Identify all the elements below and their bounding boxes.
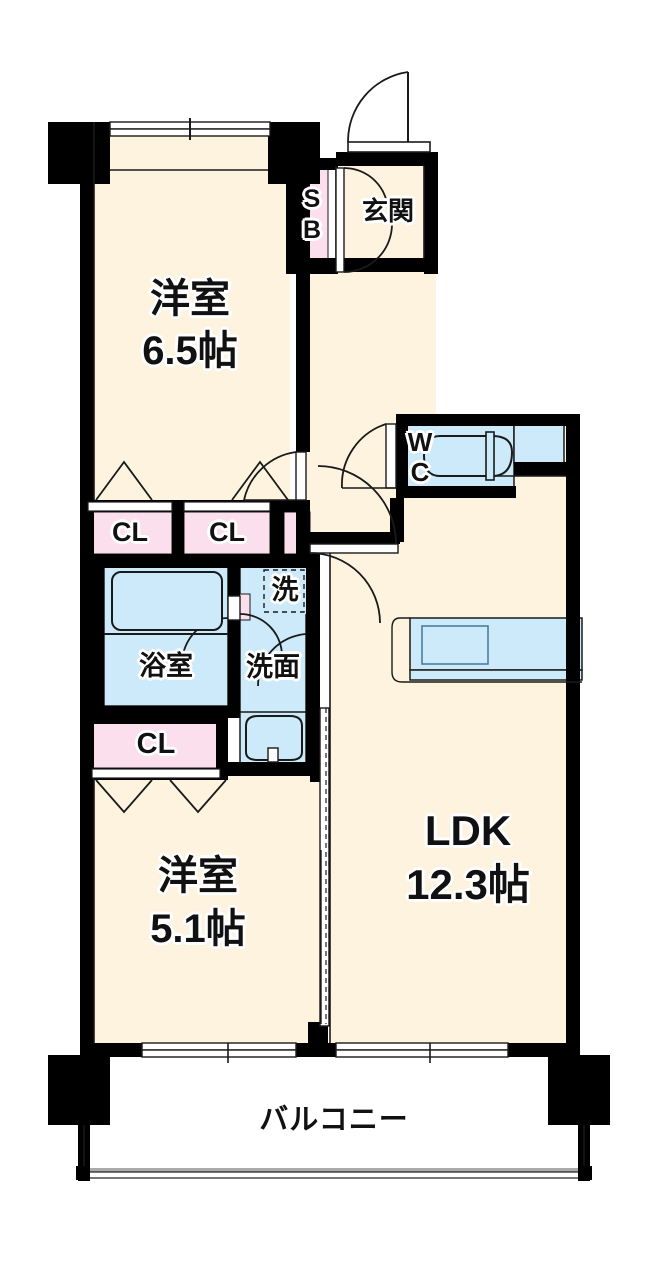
washing-machine-slot-icon (263, 569, 305, 613)
toilet-icon (422, 431, 514, 481)
wall-south-left (80, 1043, 142, 1057)
wall-sb-left (286, 158, 298, 274)
wall-east-mid (566, 420, 580, 1056)
wall-hall-left-2 (296, 286, 310, 452)
wall-cl3-left (80, 712, 92, 776)
wall-cl3-top (80, 712, 228, 724)
fold-mark-cl3-left (95, 779, 153, 814)
wall-sb-bottom (286, 262, 338, 274)
wall-south-mid (296, 1043, 336, 1057)
wall-bath-left (92, 566, 104, 706)
balcony-window-right (335, 1042, 509, 1063)
closet-door-leaves[interactable] (87, 501, 271, 779)
wall-hall-right (310, 532, 400, 544)
wall-hall-left (296, 122, 310, 286)
wall-washroom-top (240, 554, 320, 566)
wall-wc-left (396, 414, 408, 498)
washbasin-icon (240, 711, 306, 763)
wall-wc-left-low (390, 498, 404, 542)
wall-bath-right-2 (228, 618, 240, 718)
walls (48, 122, 610, 1125)
kitchen-sink-icon (391, 617, 582, 683)
wall-east-upper (424, 152, 438, 274)
entrance-door-swing (347, 71, 431, 153)
wall-wc-right (514, 462, 580, 476)
wall-washroom-bottom (228, 762, 320, 776)
doors[interactable] (181, 71, 431, 687)
wall-cl3-right (216, 722, 228, 768)
bathtub-icon (111, 571, 223, 631)
wall-west (80, 122, 94, 1057)
fold-mark-cl3-right (169, 779, 227, 814)
ldk-fill (330, 470, 580, 1050)
wall-sb-top (286, 158, 338, 170)
wall-closet-divider (172, 512, 184, 554)
entrance-fill (336, 152, 436, 272)
balcony-fill (78, 1055, 590, 1180)
sliding-partition[interactable] (319, 707, 330, 1027)
wall-south-right (508, 1043, 580, 1057)
hall-door-swing (309, 465, 399, 624)
pillar-nw (48, 122, 110, 184)
outline-bedroomN (93, 122, 268, 500)
wall-ldk-top (566, 420, 580, 476)
bedroom-north-door-swing (243, 451, 307, 501)
fold-mark-cl1 (95, 460, 153, 501)
room-fills (78, 122, 590, 1180)
entrance-inner-door-swing (335, 167, 393, 273)
kitchen-counter-lip (409, 669, 583, 681)
closet-1-fill (87, 511, 173, 555)
wall-bath-right (228, 566, 240, 596)
washroom-door-swing (257, 633, 307, 687)
bath-door-swing (181, 595, 283, 665)
bedroom-south-fill (80, 770, 320, 1055)
closet-2-fill (183, 511, 271, 555)
wall-closet-divider-2 (270, 512, 284, 554)
pillar-se (548, 1055, 610, 1125)
wc-door-swing (341, 423, 397, 489)
pillar-sw (48, 1055, 110, 1125)
wall-wc-top (396, 414, 580, 426)
wall-hall-left-3 (296, 500, 310, 560)
toilet-tank-fill (513, 423, 565, 465)
north-window-sliding (109, 118, 271, 140)
folding-door-marks (95, 460, 289, 814)
washer-fill (262, 566, 306, 614)
wall-wc-bottom (396, 486, 516, 498)
balcony-window-left (141, 1042, 297, 1063)
fixtures (104, 431, 582, 763)
fold-mark-cl2 (231, 460, 289, 501)
closet-3-fill (91, 721, 221, 769)
windows[interactable] (109, 118, 509, 1063)
bedroom-north-fill (80, 122, 290, 522)
wall-washroom-right (306, 560, 320, 776)
balcony-outline (76, 1125, 592, 1181)
wall-entrance-top (336, 152, 438, 166)
